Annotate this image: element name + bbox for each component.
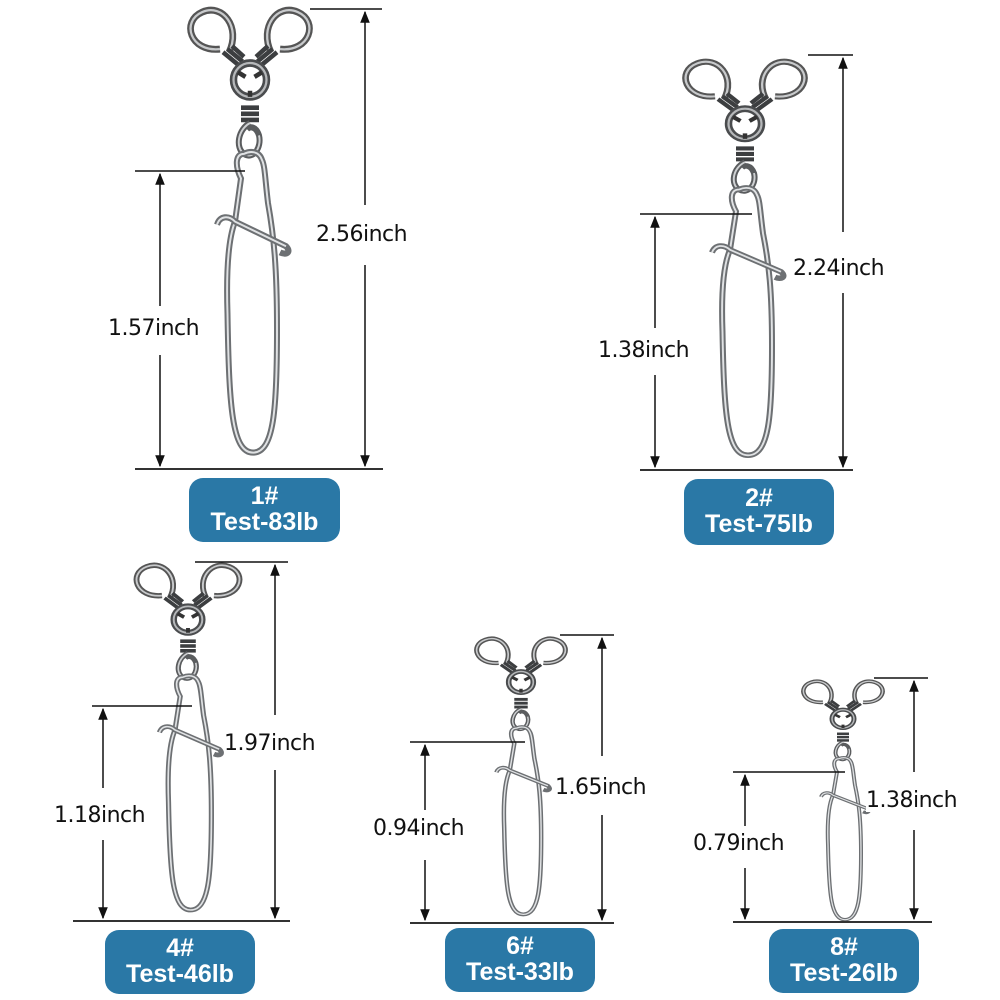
size-badge: 1# Test-83lb — [189, 478, 340, 542]
size-badge: 2# Test-75lb — [684, 479, 834, 545]
swivel-snap-illustration — [73, 561, 290, 922]
product-1: 1.57inch 2.56inch 1# Test-83lb — [0, 0, 500, 550]
test-strength-label: Test-26lb — [790, 959, 898, 987]
swivel-snap-illustration — [640, 54, 853, 471]
snap-length-label: 1.57inch — [108, 316, 200, 341]
size-label: 4# — [166, 934, 194, 962]
snap-length-label: 0.79inch — [693, 831, 785, 856]
size-badge: 6# Test-33lb — [445, 928, 595, 992]
test-strength-label: Test-33lb — [466, 958, 574, 986]
snap-length-label: 0.94inch — [373, 816, 465, 841]
size-label: 1# — [250, 482, 279, 510]
snap-length-label: 1.38inch — [598, 338, 690, 363]
total-length-label: 1.65inch — [555, 775, 647, 800]
size-badge: 4# Test-46lb — [105, 930, 255, 994]
product-2: 1.38inch 2.24inch 2# Test-75lb — [598, 54, 885, 545]
swivel-snap-illustration — [135, 0, 383, 470]
total-length-label: 1.97inch — [224, 731, 316, 756]
total-length-label: 1.38inch — [866, 788, 958, 813]
size-badge: 8# Test-26lb — [769, 929, 919, 993]
total-length-label: 2.56inch — [316, 222, 408, 247]
total-length-label: 2.24inch — [793, 256, 885, 281]
test-strength-label: Test-83lb — [210, 508, 319, 536]
product-4: 1.18inch 1.97inch 4# Test-46lb — [54, 561, 316, 994]
test-strength-label: Test-46lb — [126, 960, 234, 988]
snap-length-label: 1.18inch — [54, 803, 146, 828]
test-strength-label: Test-75lb — [705, 510, 813, 538]
size-label: 2# — [745, 484, 773, 512]
size-label: 8# — [830, 933, 858, 961]
size-label: 6# — [506, 932, 534, 960]
